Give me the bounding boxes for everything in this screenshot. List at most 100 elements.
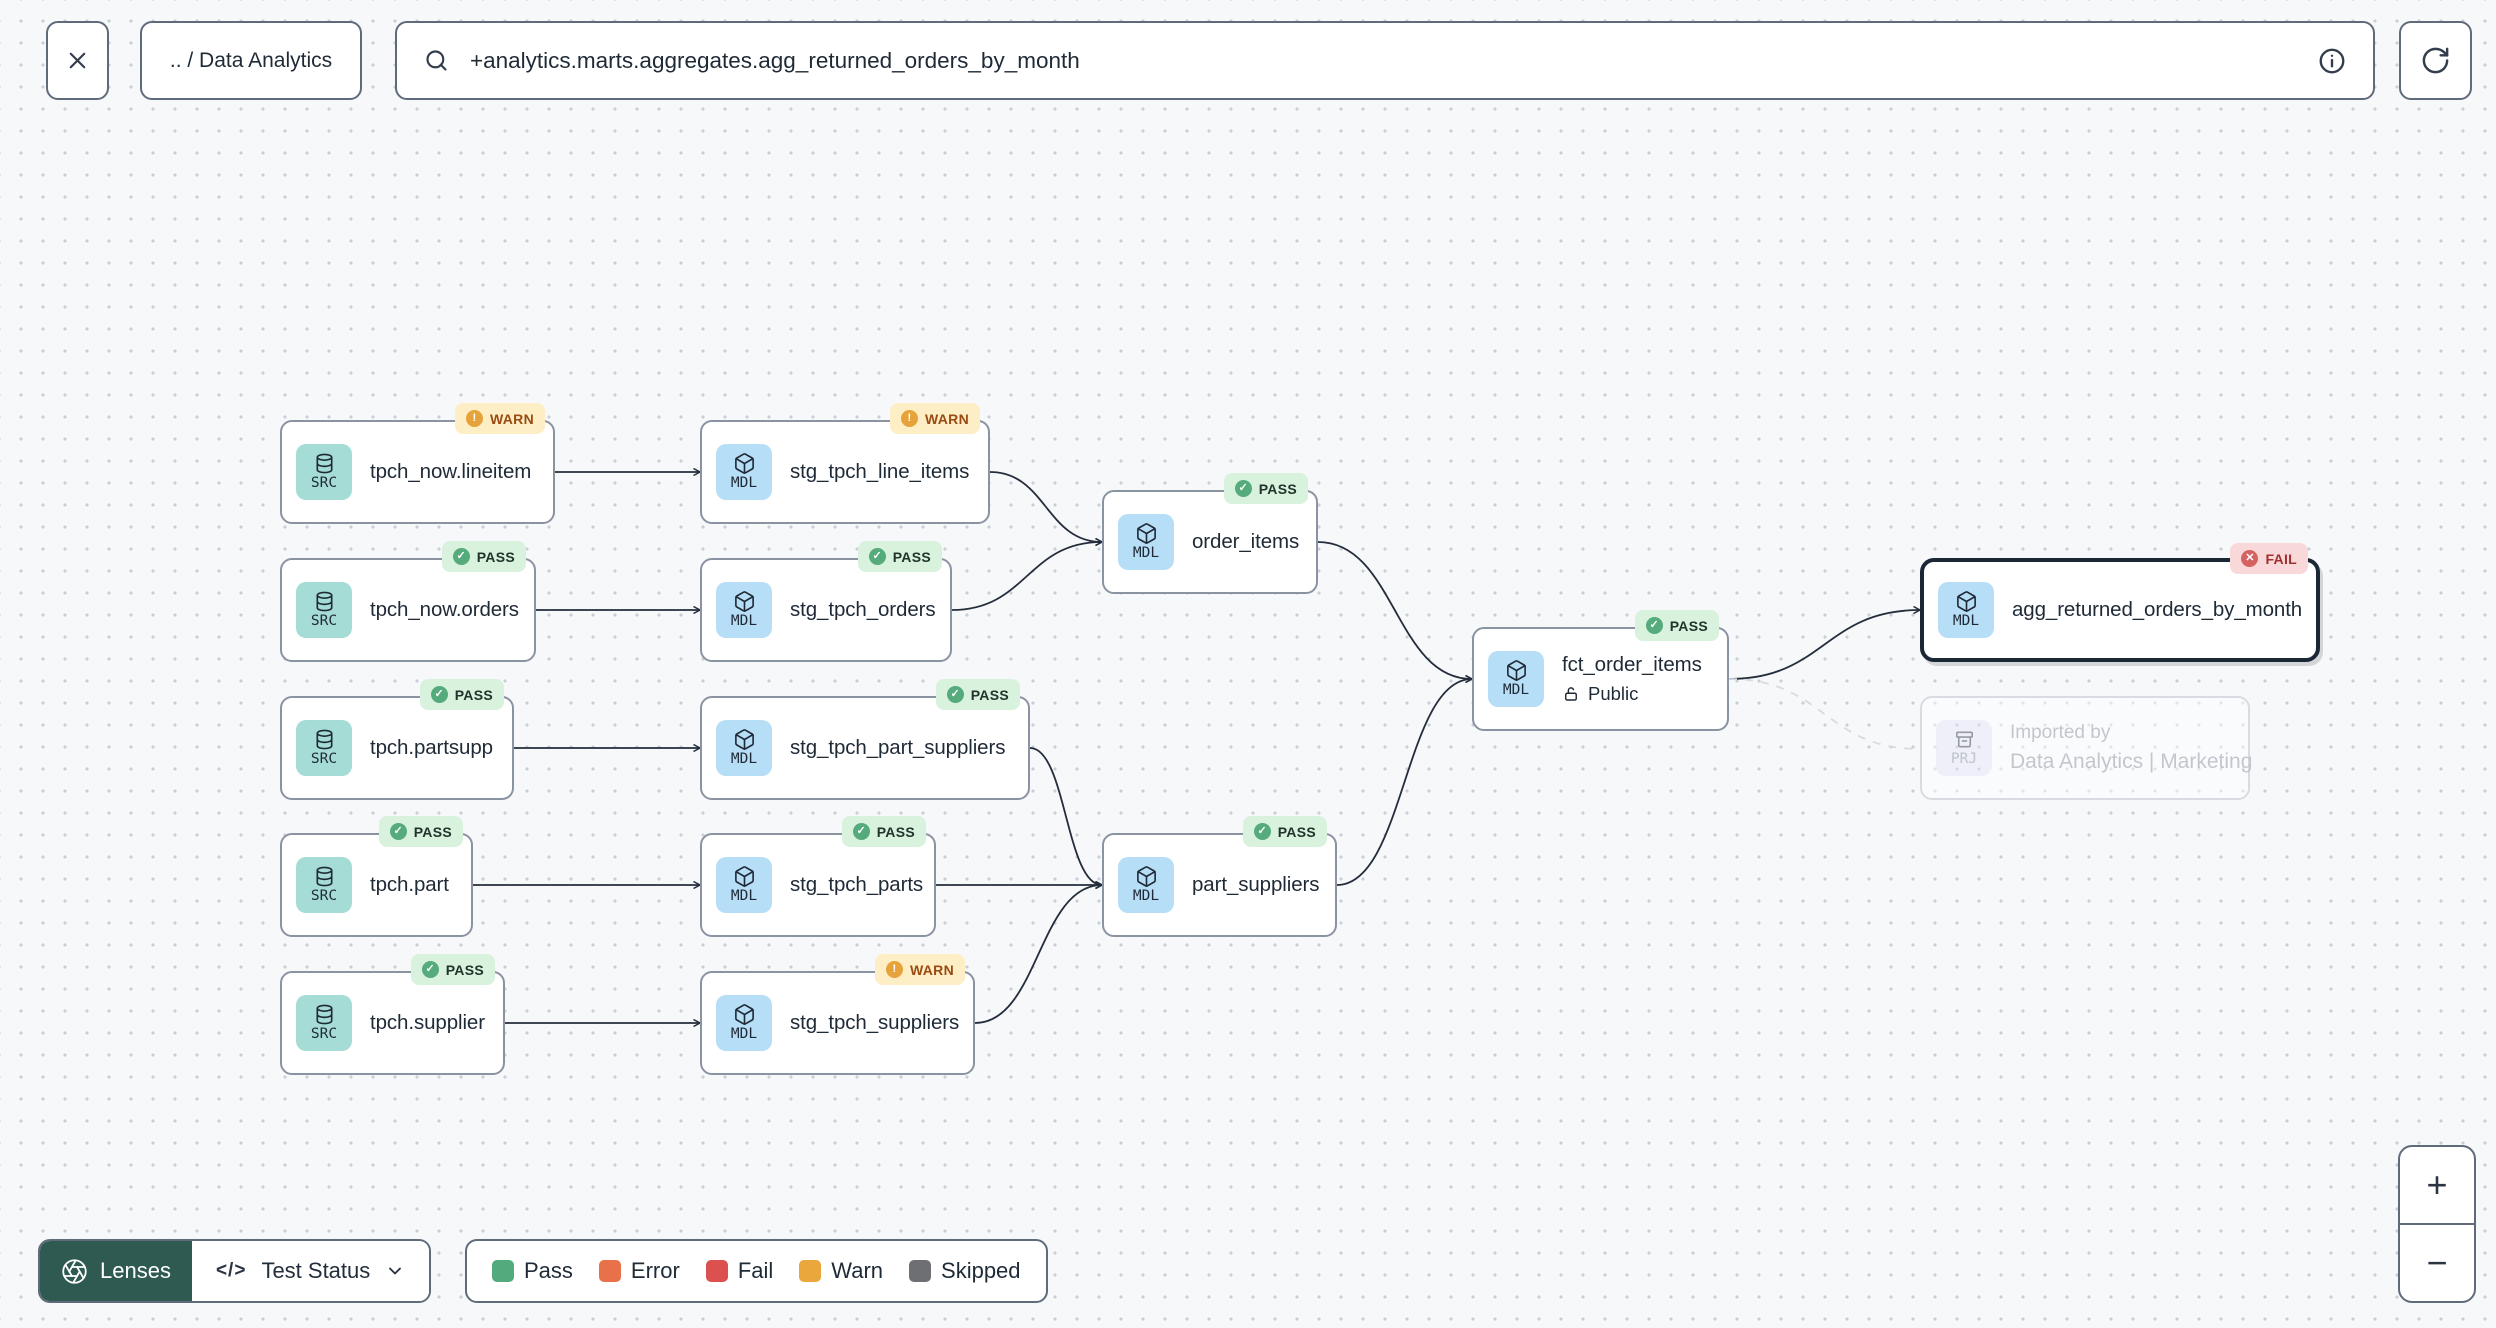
model-type-chip: MDL: [1488, 651, 1544, 707]
legend-label: Fail: [737, 1258, 774, 1283]
model-type-chip: SRC: [296, 720, 352, 776]
model-type-chip: PRJ: [1936, 720, 1992, 776]
node-label: agg_returned_orders_by_month: [2012, 598, 2303, 621]
lineage-edge: [1336, 679, 1472, 886]
lineage-edge-dashed: [1728, 678, 1921, 750]
legend-swatch: [598, 1260, 621, 1282]
lineage-edge: [1029, 747, 1102, 885]
aperture-icon: [62, 1258, 87, 1284]
model-type-chip: MDL: [716, 582, 772, 638]
box-icon: [1956, 591, 1976, 613]
node-stg_tpch_line_items[interactable]: !WARN MDL stg_tpch_line_items: [700, 403, 990, 524]
refresh-icon: [2422, 47, 2449, 74]
test-status-badge: !WARN: [875, 954, 965, 985]
model-type-chip: MDL: [716, 720, 772, 776]
node-label: stg_tpch_orders: [790, 598, 936, 621]
lineage-edge: [951, 542, 1102, 611]
pass-icon: ✓: [852, 823, 870, 840]
database-icon: [315, 591, 333, 612]
pass-icon: ✓: [389, 823, 407, 840]
pass-icon: ✓: [452, 548, 470, 565]
database-icon: [315, 1004, 333, 1025]
lenses-button[interactable]: Lenses: [40, 1241, 192, 1301]
test-status-badge: !WARN: [455, 403, 545, 434]
code-icon: </>: [215, 1260, 247, 1281]
legend-swatch: [705, 1260, 728, 1282]
close-button[interactable]: [46, 21, 109, 100]
model-type-chip: MDL: [716, 444, 772, 500]
legend-item-pass: Pass: [492, 1258, 573, 1284]
node-label: stg_tpch_line_items: [790, 460, 970, 483]
lens-selected-label: Test Status: [261, 1258, 371, 1283]
close-icon: [69, 52, 86, 69]
test-status-badge: ✓PASS: [1223, 473, 1308, 504]
test-status-badge: ✓PASS: [441, 541, 526, 572]
test-status-badge: !WARN: [890, 403, 980, 434]
pass-icon: ✓: [421, 961, 439, 978]
zoom-out-button[interactable]: −: [2400, 1223, 2474, 1301]
breadcrumb[interactable]: .. / Data Analytics: [140, 21, 362, 100]
node-label: tpch_now.orders: [370, 598, 519, 621]
search-icon: [426, 50, 447, 71]
legend-item-fail: Fail: [705, 1258, 774, 1284]
legend-item-error: Error: [598, 1258, 680, 1284]
node-tpch_now_orders[interactable]: ✓PASS SRC tpch_now.orders: [280, 541, 536, 662]
legend-swatch: [909, 1260, 932, 1282]
node-label: stg_tpch_parts: [790, 873, 924, 896]
info-icon[interactable]: [2317, 46, 2347, 76]
lock-open-icon: [1565, 687, 1577, 701]
test-status-badge: ✓PASS: [410, 954, 495, 985]
lineage-edge: [1317, 541, 1472, 679]
box-icon: [1506, 660, 1526, 682]
node-label: tpch.supplier: [370, 1011, 485, 1034]
lens-select[interactable]: </> Test Status: [191, 1241, 430, 1301]
test-status-badge: ✕FAIL: [2230, 543, 2308, 574]
fail-icon: ✕: [2241, 550, 2259, 567]
test-status-badge: ✓PASS: [841, 816, 926, 847]
search-input[interactable]: [468, 46, 2299, 75]
legend-item-warn: Warn: [799, 1258, 883, 1284]
pass-icon: ✓: [1645, 617, 1663, 634]
pass-icon: ✓: [868, 548, 886, 565]
node-label: tpch.part: [370, 873, 449, 896]
pass-icon: ✓: [430, 686, 448, 703]
lineage-edge: [974, 885, 1102, 1024]
box-icon: [734, 1004, 754, 1026]
warn-icon: !: [466, 410, 484, 427]
access-label: Public: [1588, 683, 1639, 704]
model-type-chip: SRC: [296, 582, 352, 638]
minus-icon: −: [2426, 1242, 2448, 1283]
refresh-button[interactable]: [2399, 21, 2472, 100]
chevron-down-icon: [389, 1267, 402, 1275]
box-icon: [734, 866, 754, 888]
zoom-in-button[interactable]: +: [2400, 1147, 2474, 1223]
lineage-edge: [1728, 610, 1920, 680]
node-label: order_items: [1192, 530, 1300, 553]
model-type-chip: SRC: [296, 444, 352, 500]
legend-label: Error: [630, 1258, 680, 1283]
legend-swatch: [799, 1260, 822, 1282]
box-icon: [1136, 866, 1156, 888]
legend-label: Warn: [831, 1258, 884, 1283]
node-label: tpch.partsupp: [370, 736, 493, 759]
pass-icon: ✓: [946, 686, 964, 703]
box-icon: [734, 453, 754, 475]
